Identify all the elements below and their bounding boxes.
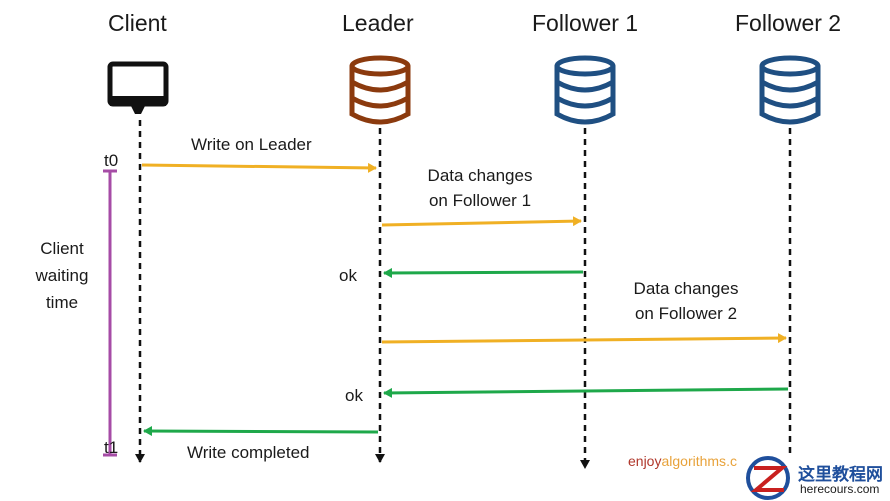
monitor-icon xyxy=(107,61,169,114)
label-data-changes-f2-line-1: Data changes xyxy=(633,279,739,298)
watermark-url: herecours.com xyxy=(800,482,880,496)
brand-part-algorithms: algorithms xyxy=(661,453,727,469)
lane-header-client: Client xyxy=(108,10,167,36)
arrow-write-completed xyxy=(143,426,379,437)
waiting-line-1: Client xyxy=(40,239,84,258)
label-ok-2: ok xyxy=(345,386,363,405)
follower-2-database-icon xyxy=(759,55,821,125)
label-data-changes-f2-line-2: on Follower 2 xyxy=(634,304,738,323)
brand-text: enjoyalgorithms.c xyxy=(628,453,737,469)
label-data-changes-f1-line-2: on Follower 1 xyxy=(428,191,532,210)
label-data-changes-follower-1: Data changes on Follower 1 xyxy=(418,163,542,213)
arrow-ok-follower-1 xyxy=(383,267,584,278)
leader-database-icon xyxy=(349,55,411,125)
lane-header-follower-1: Follower 1 xyxy=(532,10,639,36)
arrow-data-changes-follower-1 xyxy=(381,216,582,227)
lane-header-leader: Leader xyxy=(342,10,414,36)
label-ok-1: ok xyxy=(339,266,357,285)
watermark-title: 这里教程网 xyxy=(798,465,883,485)
label-data-changes-f1-line-1: Data changes xyxy=(427,166,533,185)
time-label-t0: t0 xyxy=(104,151,119,170)
watermark-logo-icon xyxy=(746,456,790,500)
label-write-completed: Write completed xyxy=(187,443,310,462)
label-write-on-leader: Write on Leader xyxy=(191,135,312,154)
arrow-data-changes-follower-2 xyxy=(381,333,787,344)
label-data-changes-follower-2: Data changes on Follower 2 xyxy=(624,276,748,326)
follower-1-database-icon xyxy=(554,55,616,125)
brand-part-enjoy: enjoy xyxy=(628,453,662,469)
waiting-line-3: time xyxy=(45,293,79,312)
client-waiting-time-label: Client waiting time xyxy=(28,235,96,316)
lane-header-follower-2: Follower 2 xyxy=(735,10,842,36)
waiting-line-2: waiting xyxy=(35,266,89,285)
brand-part-suffix: .c xyxy=(726,453,737,469)
waiting-time-bracket xyxy=(103,169,117,457)
arrow-write-on-leader xyxy=(141,162,377,173)
arrow-ok-follower-2 xyxy=(383,387,789,398)
time-label-t1: t1 xyxy=(104,438,119,457)
